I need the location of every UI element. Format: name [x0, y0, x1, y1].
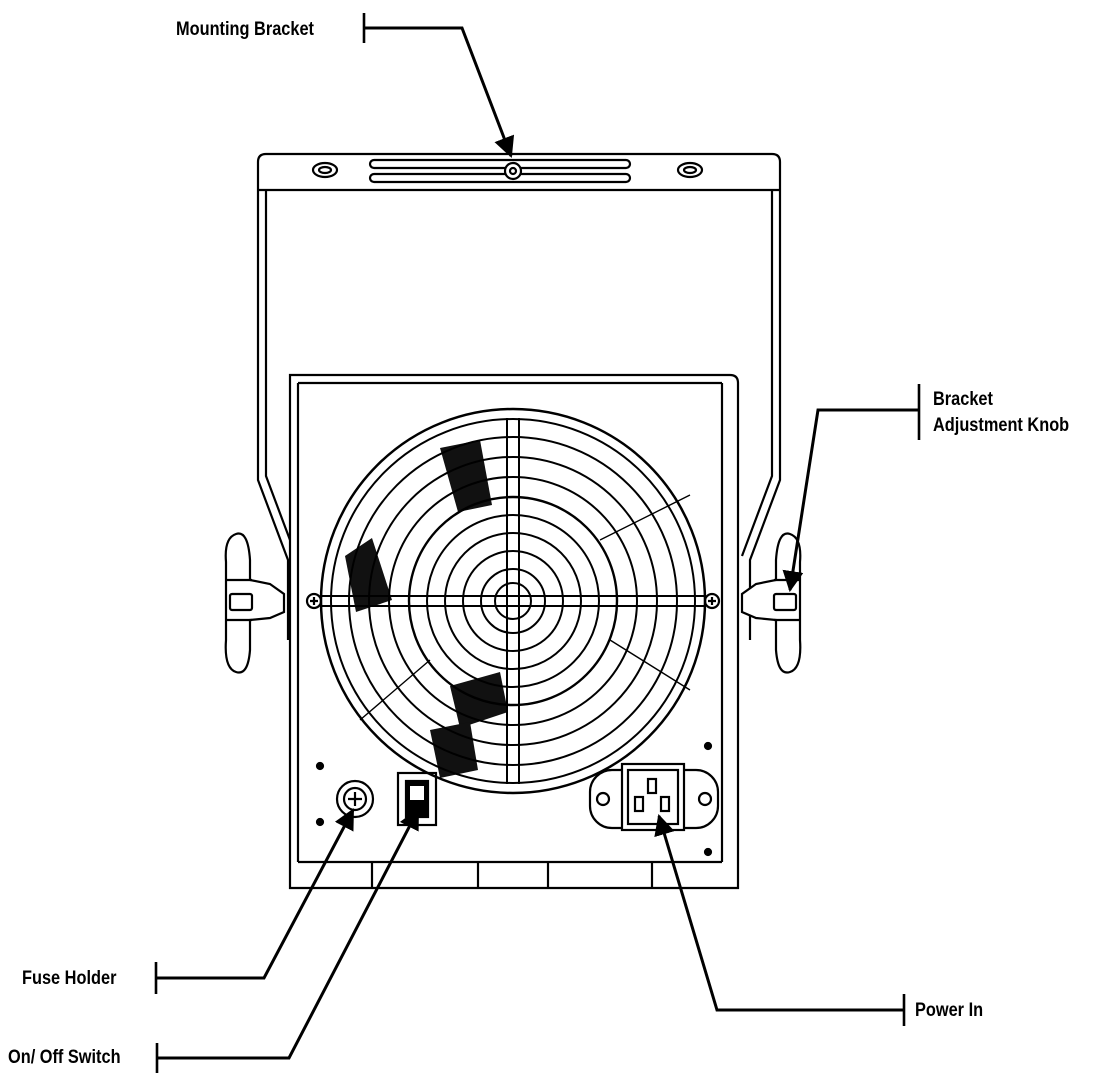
on-off-switch-label: On/ Off Switch	[8, 1047, 121, 1068]
fan-guard	[319, 407, 707, 795]
bracket-knob-label-line2: Adjustment Knob	[933, 415, 1070, 436]
bracket-adjustment-knob-label: Bracket Adjustment Knob	[933, 387, 1069, 439]
mounting-bracket-label: Mounting Bracket	[176, 19, 314, 40]
leader-power-in	[654, 813, 906, 1026]
leader-mounting-bracket	[362, 13, 515, 158]
leader-on-off-switch	[155, 808, 420, 1073]
mounting-bracket	[256, 152, 782, 640]
fuse-holder-label: Fuse Holder	[22, 968, 117, 989]
leader-bracket-knob	[782, 384, 921, 593]
power-in-label: Power In	[915, 1000, 984, 1021]
bracket-knob-label-line1: Bracket	[933, 389, 993, 410]
leader-fuse-holder	[154, 808, 355, 994]
adjustment-knob-left	[224, 532, 286, 674]
callout-leaders	[154, 13, 921, 1073]
fixture-housing	[288, 373, 740, 890]
adjustment-knob-right	[740, 532, 802, 674]
